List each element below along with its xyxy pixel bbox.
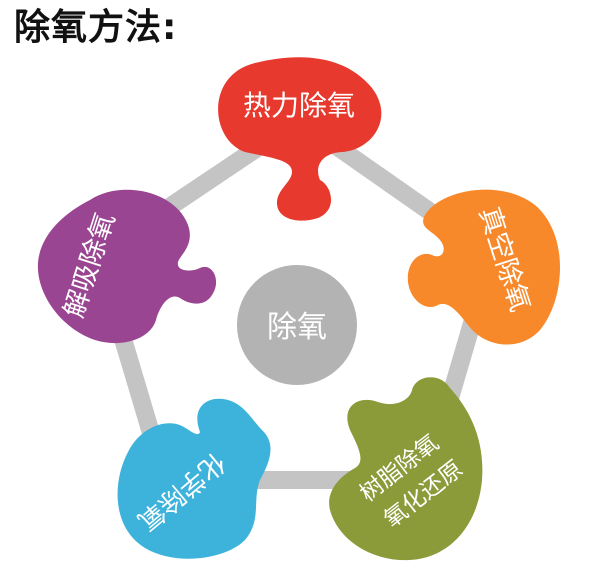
puzzle-shape-vacuum: [407, 189, 560, 345]
puzzle-shape-redox-resin: [329, 377, 483, 561]
puzzle-node-vacuum: 真空除氧: [407, 189, 560, 345]
puzzle-node-chemical: 化学除氧: [117, 398, 271, 559]
puzzle-shape-chemical: [117, 398, 271, 559]
puzzle-shape-thermal: [218, 57, 382, 221]
puzzle-shape-desorption: [37, 189, 217, 344]
page-title: 除氧方法:: [14, 7, 178, 48]
center-label: 除氧: [267, 310, 327, 345]
center-circle: [237, 265, 357, 385]
puzzle-node-thermal: 热力除氧: [218, 57, 382, 221]
node-label-thermal: 热力除氧: [243, 89, 355, 122]
puzzle-node-desorption: 解吸除氧: [37, 189, 217, 344]
puzzle-node-redox-resin: 氧化还原 树脂除氧: [329, 377, 483, 561]
